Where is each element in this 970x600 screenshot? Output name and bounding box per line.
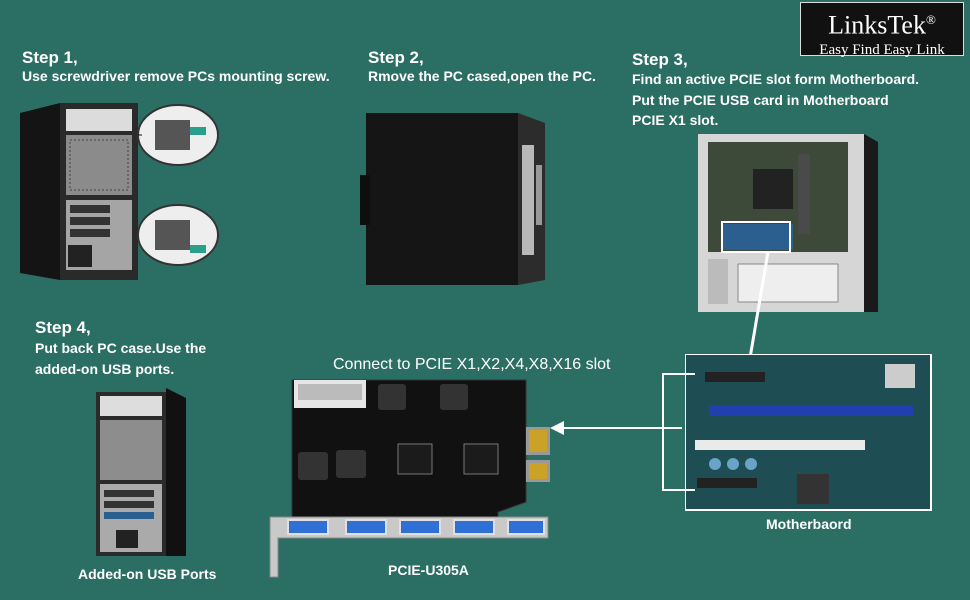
caption-card-model: PCIE-U305A [388, 562, 469, 578]
step-4-title: Step 4, [35, 318, 91, 337]
step-3-title: Step 3, [632, 50, 688, 69]
step-3-line-2: Put the PCIE USB card in Motherboard [632, 92, 889, 108]
step-3-line-1: Find an active PCIE slot form Motherboar… [632, 71, 920, 87]
brand-name: LinksTek® [828, 10, 936, 40]
step-4-line-2: added-on USB ports. [35, 361, 175, 377]
caption-added-on-ports: Added-on USB Ports [78, 566, 217, 582]
motherboard-closeup-illustration [685, 354, 932, 511]
step-4-line-1: Put back PC case.Use the [35, 340, 207, 356]
caption-motherboard: Motherbaord [766, 516, 852, 532]
step-2-pc-case-illustration [360, 113, 545, 285]
step-2-title: Step 2, [368, 48, 424, 67]
slot-bracket-lines [662, 373, 695, 491]
step-1-title: Step 1, [22, 48, 78, 67]
step-1-text: Use screwdriver remove PCs mounting scre… [22, 68, 330, 84]
pcie-usb-card-illustration [269, 379, 550, 578]
brand-logo: LinksTek® Easy Find Easy Link [800, 2, 964, 58]
brand-tagline: Easy Find Easy Link [819, 41, 945, 58]
step-3-open-pc-illustration [698, 134, 878, 312]
step-3-line-3: PCIE X1 slot. [632, 112, 719, 128]
connect-arrow [550, 421, 682, 435]
zoom-pointer-line [748, 251, 770, 359]
step-2-text: Rmove the PC cased,open the PC. [368, 68, 596, 84]
connect-slot-text: Connect to PCIE X1,X2,X4,X8,X16 slot [333, 356, 611, 373]
step-4-pc-ports-illustration [96, 388, 186, 556]
step-1-pc-rear-illustration [20, 103, 219, 280]
